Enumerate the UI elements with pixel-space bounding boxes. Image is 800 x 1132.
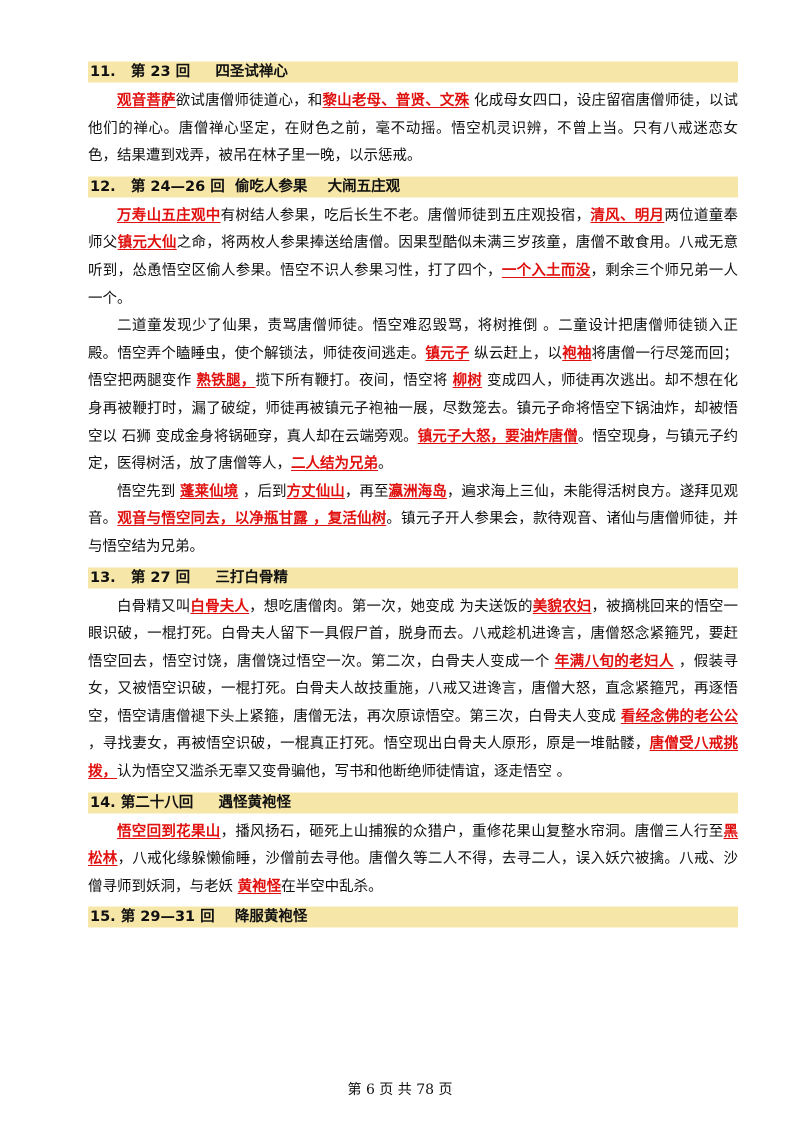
page-footer: 第 6 页 共 78 页 [347, 1082, 453, 1098]
paragraph-text: 纵云赶上，以 [469, 345, 563, 362]
highlighted-term: 蓬莱仙境 [179, 483, 239, 500]
paragraph-text: 变成四人，师徒再次逃出。却不想在化身再被鞭打时，漏了破绽，师徒再被镇元子袍袖一展… [88, 373, 739, 445]
paragraph-text: 欲试唐僧师徒道心，和 [175, 93, 323, 109]
paragraph-text: ，播风扬石，砸死上山捕猴的众猎户，重修花果山复整水帘洞。唐僧三人行至 [220, 823, 724, 840]
body-paragraph: 悟空先到 蓬莱仙境 ，后到方丈仙山，再至瀛洲海岛，遍求海上三仙，未能得活树良方。… [88, 479, 738, 562]
highlighted-term: 镇元子 [425, 345, 470, 362]
highlighted-term: 观音与悟空同去，以净瓶甘露 ，复活仙树 [117, 511, 387, 528]
section-heading: 12. 第 24—26 回 偷吃人参果 大闹五庄观 [88, 172, 738, 201]
paragraph-text: ，后到 [238, 483, 287, 500]
highlighted-term: 镇元子大怒，要油炸唐僧 [417, 428, 578, 445]
highlighted-term: 二人结为兄弟 [291, 456, 378, 473]
body-paragraph: 二道童发现少了仙果，责骂唐僧师徒。悟空难忍毁骂，将树推倒 。二童设计把唐僧师徒锁… [88, 313, 738, 479]
highlighted-term: 黑松林 [88, 823, 739, 868]
paragraph-text: 化成母女四口，设庄留宿唐僧师徒，以试他们的禅心。唐僧禅心坚定，在财色之前，毫不动… [88, 93, 739, 165]
highlighted-term: 唐僧受八戒挑拨， [88, 736, 739, 781]
paragraph-text: 在半空中乱杀。 [281, 878, 383, 895]
highlighted-term: 黄袍怪 [237, 878, 282, 895]
paragraph-text: 认为悟空又滥杀无辜又变骨骗他，写书和他断绝师徒情谊，逐走悟空 。 [117, 764, 572, 781]
paragraph-text: 二道童发现少了仙果，责骂唐僧师徒。悟空难忍毁骂，将树推倒 。二童设计把唐僧师徒锁… [88, 318, 738, 362]
highlighted-term: 看经念佛的老公公 [620, 708, 739, 725]
paragraph-text: 两位道童奉师父 [88, 207, 739, 252]
paragraph-text: ，剩余三个师兄弟一人一个。 [88, 262, 739, 307]
paragraph-text: ，假装寻女，又被悟空识破，一棍打死。白骨夫人故技重施，八戒又进谗言，唐僧大怒，直… [88, 653, 739, 725]
paragraph-text: 揽下所有鞭打。夜间，悟空将 [255, 373, 453, 390]
paragraph-text: 有树结人参果，吃后长生不老。唐僧师徒到五庄观投宿， [220, 207, 591, 224]
body-paragraph: 白骨精又叫白骨夫人，想吃唐僧肉。第一次，她变成 为夫送饭的美貌农妇，被摘桃回来的… [88, 594, 738, 787]
section-heading: 13. 第 27 回 三打白骨精 [88, 563, 738, 592]
highlighted-term: 袍袖 [562, 345, 592, 362]
highlighted-term: 悟空回到花果山 [117, 823, 221, 840]
paragraph-text: ，被摘桃回来的悟空一眼识破，一棍打死。白骨夫人留下一具假尸首，脱身而去。八戒趁机… [88, 598, 739, 670]
paragraph-text: 。 [378, 456, 393, 473]
paragraph-text: 。镇元子开人参果会，款待观音、诸仙与唐僧师徒，并与悟空结为兄弟。 [88, 511, 739, 555]
paragraph-text: 。悟空现身，与镇元子约定，医得树活，放了唐僧等人， [88, 428, 739, 473]
highlighted-term: 美貌农妇 [532, 598, 592, 615]
highlighted-term: 瀛洲海岛 [388, 483, 447, 500]
document-body: 11. 第 23 回 四圣试禅心观音菩萨欲试唐僧师徒道心，和黎山老母、普贤、文殊… [88, 58, 738, 935]
highlighted-term: 观音菩萨 [117, 93, 176, 109]
highlighted-term: 清风、明月 [590, 207, 665, 224]
highlighted-term: 白骨夫人 [190, 598, 250, 615]
highlighted-term: 年满八旬的老妇人 [554, 653, 674, 670]
body-paragraph: 万寿山五庄观中有树结人参果，吃后长生不老。唐僧师徒到五庄观投宿，清风、明月两位道… [88, 203, 738, 313]
highlighted-term: 熟铁腿， [196, 373, 256, 390]
paragraph-text: 白骨精又叫 [117, 598, 191, 615]
body-paragraph: 观音菩萨欲试唐僧师徒道心，和黎山老母、普贤、文殊 化成母女四口，设庄留宿唐僧师徒… [88, 88, 738, 171]
highlighted-term: 方丈仙山 [286, 483, 345, 500]
section-heading: 14. 第二十八回 遇怪黄袍怪 [88, 788, 738, 817]
paragraph-text: ，再至 [344, 483, 389, 500]
section-heading: 11. 第 23 回 四圣试禅心 [88, 58, 738, 86]
body-paragraph: 悟空回到花果山，播风扬石，砸死上山捕猴的众猎户，重修花果山复整水帘洞。唐僧三人行… [88, 819, 738, 902]
paragraph-text: ，遍求海上三仙，未能得活树良方。遂拜见观音。 [88, 483, 739, 528]
paragraph-text: 将唐僧一行尽笼而回；悟空把两腿变作 [88, 345, 739, 390]
paragraph-text: 之命，将两枚人参果捧送给唐僧。因果型酷似未满三岁孩童，唐僧不敢食用。八戒无意听到… [88, 235, 739, 279]
paragraph-text: ，想吃唐僧肉。第一次，她变成 为夫送饭的 [249, 598, 533, 615]
highlighted-term: 一个入土而没 [501, 262, 591, 279]
paragraph-text: 悟空先到 [117, 483, 180, 500]
highlighted-term: 黎山老母、普贤、文殊 [322, 93, 470, 109]
paragraph-text: ，寻找妻女，再被悟空识破，一棍真正打死。悟空现出白骨夫人原形，原是一堆骷髅， [88, 736, 650, 753]
section-heading: 15. 第 29—31 回 降服黄袍怪 [88, 903, 738, 932]
highlighted-term: 万寿山五庄观中 [117, 207, 221, 224]
highlighted-term: 柳树 [452, 373, 483, 390]
paragraph-text: ，八戒化缘躲懒偷睡，沙僧前去寻他。唐僧久等二人不得，去寻二人，误入妖穴被擒。八戒… [88, 851, 739, 895]
highlighted-term: 镇元大仙 [117, 235, 177, 252]
